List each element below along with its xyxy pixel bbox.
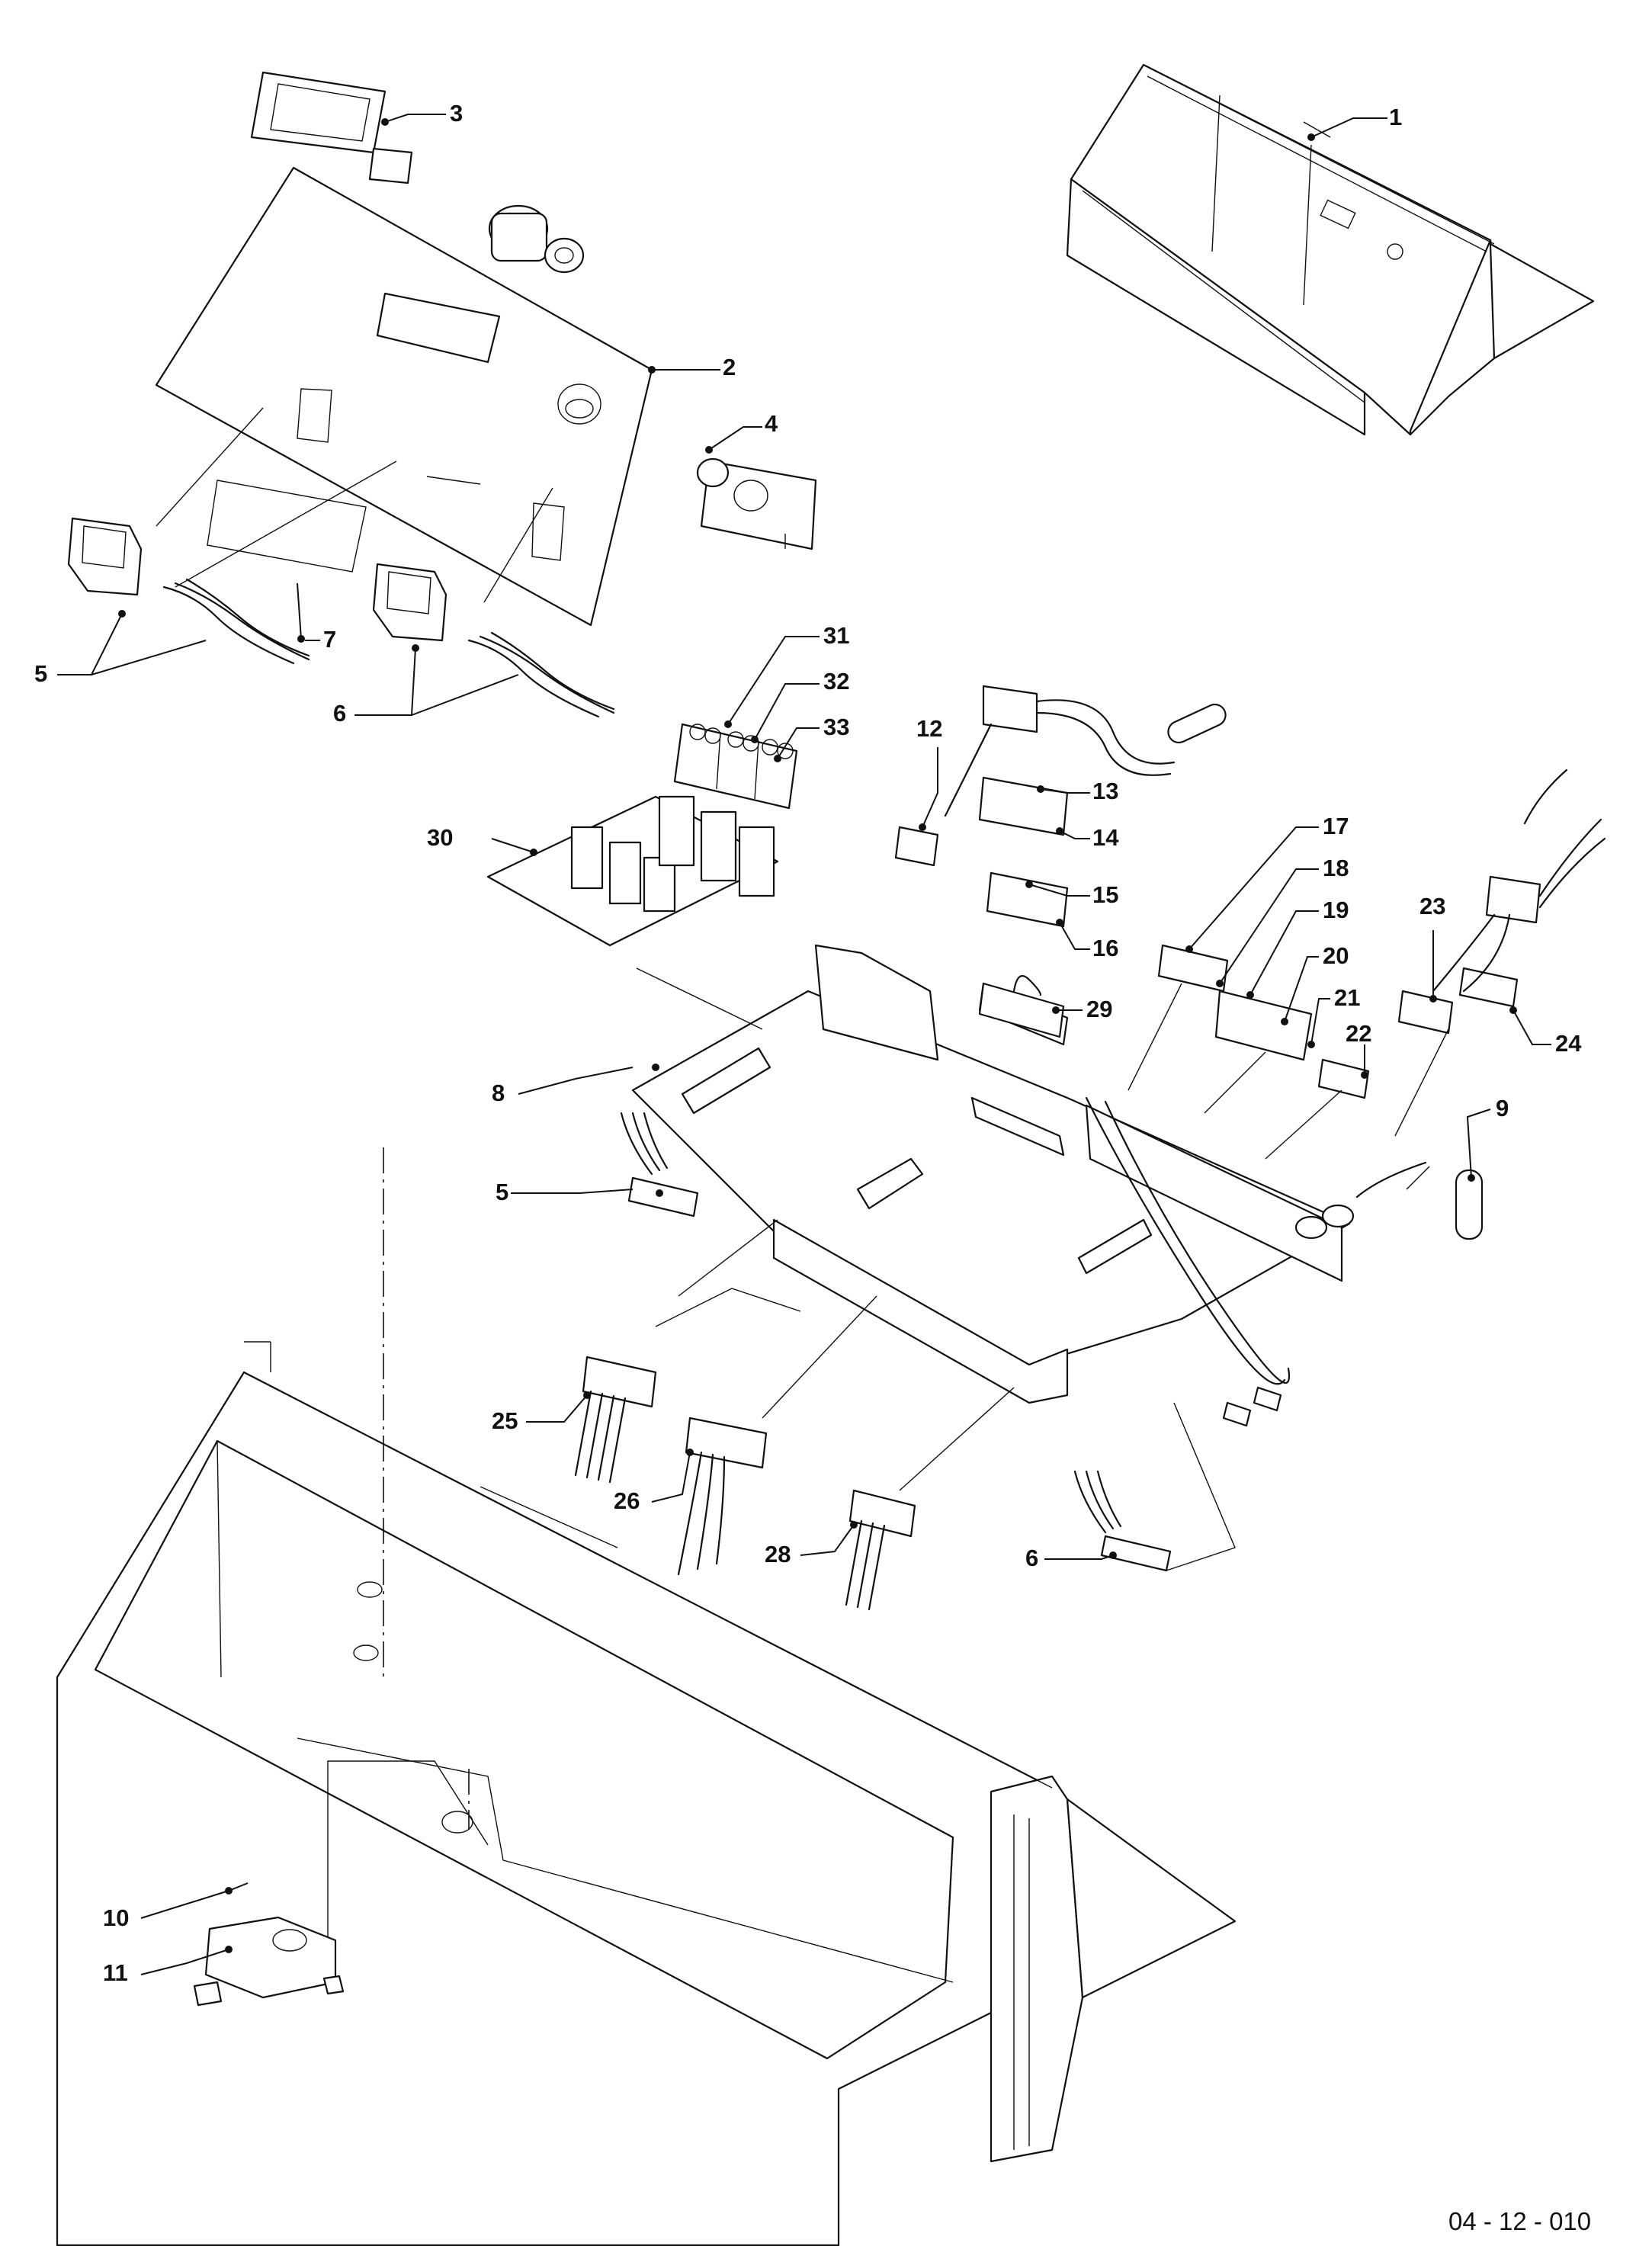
- callout-11: 11: [103, 1959, 128, 1986]
- plug-part-6-lower: [1073, 1470, 1172, 1572]
- bracket-part-4: [696, 457, 817, 550]
- probe-cable-parts-12-16: [894, 685, 1227, 928]
- callout-30: 30: [427, 824, 454, 851]
- callout-8: 8: [492, 1080, 505, 1106]
- callout-9: 9: [1496, 1095, 1509, 1121]
- callout-3: 3: [450, 100, 464, 127]
- callout-21: 21: [1334, 984, 1361, 1011]
- callout-24: 24: [1555, 1030, 1582, 1057]
- connectors-parts-25-26-28: [574, 1356, 916, 1611]
- callout-leaders: [57, 114, 1551, 1975]
- switch-part-6-top: [372, 563, 615, 718]
- callout-16: 16: [1092, 935, 1119, 961]
- callout-18: 18: [1323, 855, 1349, 881]
- callout-5-top: 5: [34, 660, 48, 687]
- callout-29: 29: [1086, 996, 1113, 1022]
- callout-2: 2: [723, 354, 736, 380]
- display-window-part-3: [250, 71, 413, 184]
- callout-13: 13: [1092, 778, 1119, 804]
- callout-32: 32: [823, 668, 850, 695]
- sensor-strip-part-29: [978, 974, 1065, 1038]
- callout-26: 26: [614, 1487, 640, 1514]
- connection-lines: [156, 407, 1449, 1571]
- label-plate-part-7: [297, 582, 302, 640]
- main-board-part-8: [631, 944, 1430, 1427]
- connector-strip-parts-31-33: [673, 723, 798, 810]
- callout-17: 17: [1323, 813, 1349, 839]
- relay-board-part-30: [486, 795, 779, 947]
- callout-22: 22: [1346, 1020, 1372, 1047]
- capacitor-part-9: [1455, 1169, 1484, 1240]
- callout-6-lower: 6: [1025, 1545, 1039, 1571]
- callout-31: 31: [823, 622, 850, 649]
- callout-6-top: 6: [333, 700, 347, 727]
- housing-part-11: [56, 1341, 1237, 2246]
- plug-part-5-lower: [620, 1112, 699, 1218]
- callout-23: 23: [1419, 893, 1446, 919]
- callout-12: 12: [916, 715, 943, 742]
- switch-part-5-top: [67, 517, 310, 665]
- callout-15: 15: [1092, 881, 1119, 908]
- connectors-parts-17-24: [1157, 768, 1606, 1099]
- callout-1: 1: [1389, 104, 1403, 130]
- assembled-unit-part-1: [1066, 63, 1595, 436]
- front-panel-part-2: [155, 166, 653, 627]
- callout-20: 20: [1323, 942, 1349, 969]
- callout-14: 14: [1092, 824, 1119, 851]
- callout-10: 10: [103, 1904, 130, 1931]
- callout-33: 33: [823, 714, 850, 740]
- callout-28: 28: [765, 1541, 791, 1567]
- thermostat-leader: [327, 1760, 489, 1936]
- callout-25: 25: [492, 1407, 518, 1434]
- callout-7: 7: [323, 626, 337, 653]
- callout-5-lower: 5: [496, 1179, 509, 1205]
- thermostat-part-10: [193, 1916, 345, 2007]
- document-code: 04 - 12 - 010: [1448, 2207, 1592, 2235]
- callout-19: 19: [1323, 897, 1349, 923]
- callout-4: 4: [765, 410, 778, 437]
